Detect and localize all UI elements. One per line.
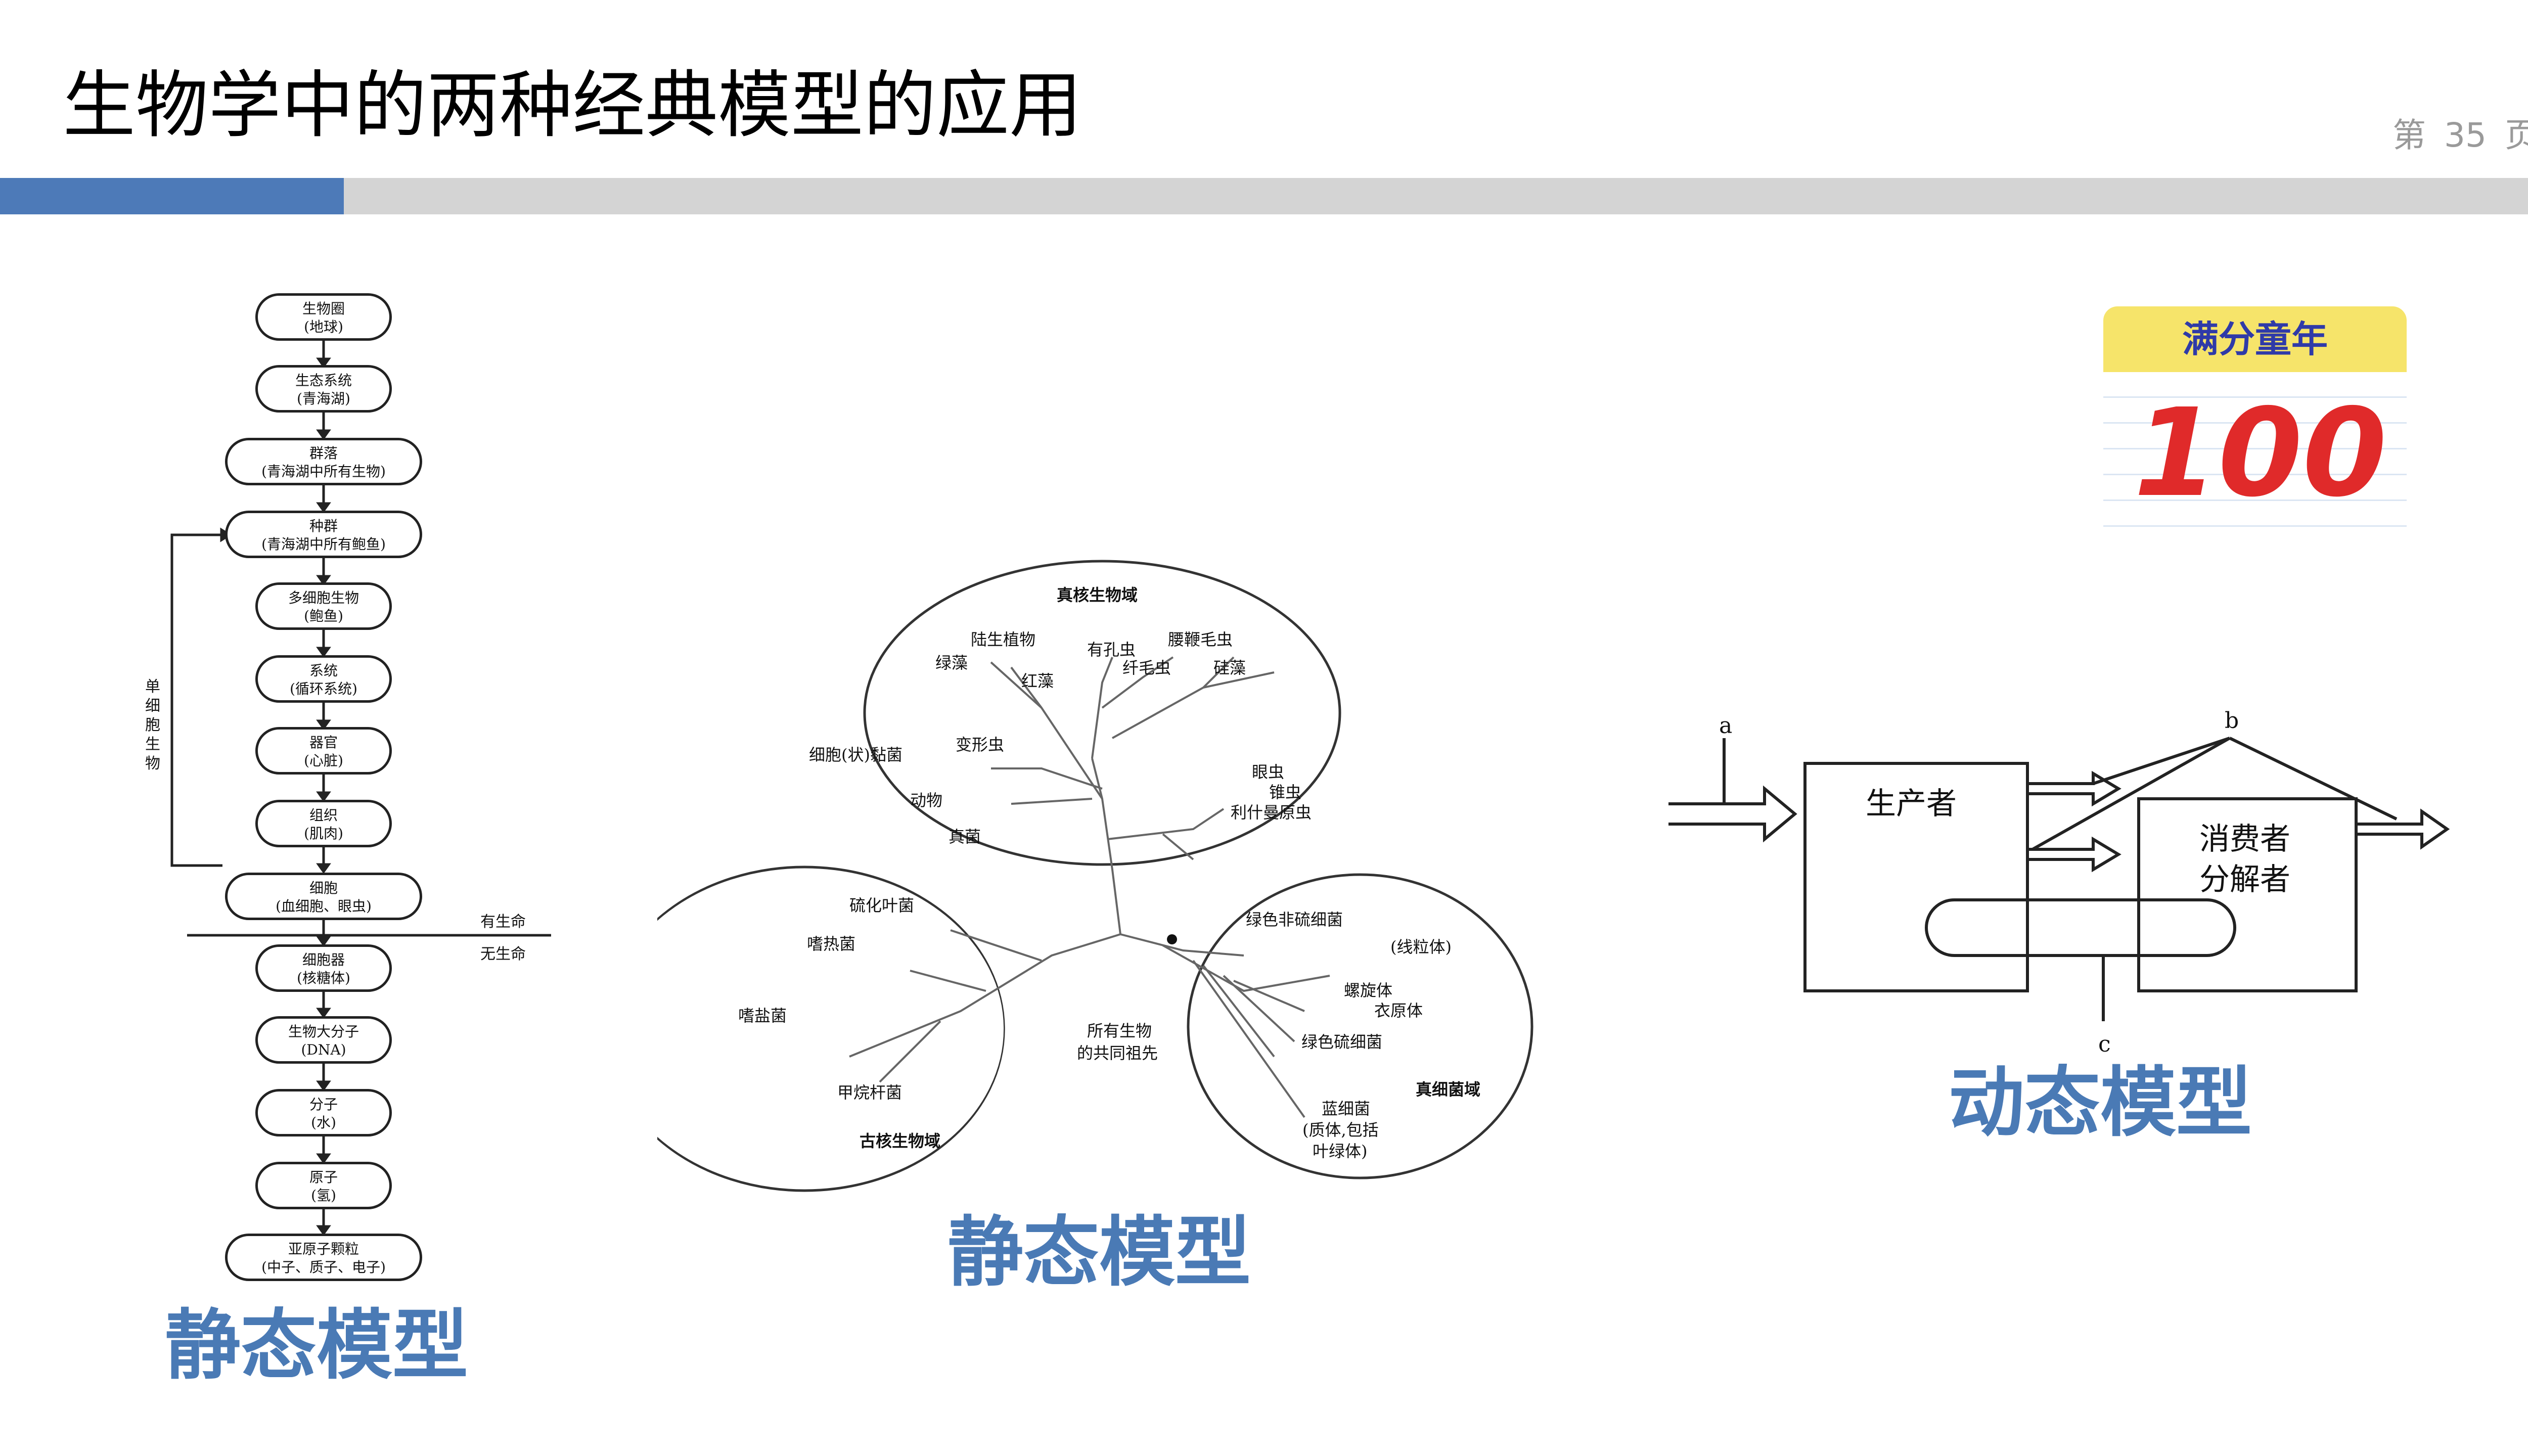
hierarchy-node: 分子(水): [255, 1089, 392, 1136]
tree-label: 真菌: [949, 827, 981, 846]
caption-right: 动态模型: [1949, 1059, 2252, 1147]
badge-paper: [2103, 372, 2407, 539]
label-c: c: [2098, 1031, 2111, 1057]
life-hierarchy-diagram: 生物圈(地球) 生态系统(青海湖) 群落(青海湖中所有生物) 种群(青海湖中所有…: [106, 283, 592, 1294]
ancestor-label-1: 所有生物: [1087, 1021, 1152, 1040]
tree-label: 螺旋体: [1344, 981, 1392, 1000]
tree-label: 纤毛虫: [1122, 658, 1171, 677]
hierarchy-node: 器官(心脏): [255, 727, 392, 775]
energy-flow-diagram: a b c 生产者 消费者 分解者: [1668, 708, 2450, 1057]
hierarchy-node: 群落(青海湖中所有生物): [225, 438, 422, 485]
phylogenetic-tree: 真核生物域 古核生物域 真细菌域 所有生物 的共同祖先 陆生植物 绿藻 红藻 有…: [657, 560, 1533, 1192]
tree-label: 眼虫: [1252, 762, 1284, 782]
tree-label: 绿色硫细菌: [1301, 1032, 1382, 1052]
caption-middle: 静态模型: [947, 1209, 1251, 1297]
header-divider: [0, 178, 2528, 214]
tree-label: 硅藻: [1213, 658, 1246, 677]
producer-label: 生产者: [1866, 786, 1957, 822]
ancestor-label-2: 的共同祖先: [1077, 1043, 1158, 1063]
hierarchy-node: 生物圈(地球): [255, 293, 392, 341]
tree-label: 绿藻: [935, 653, 968, 672]
hierarchy-node: 种群(青海湖中所有鲍鱼): [225, 511, 422, 558]
archaea-label: 古核生物域: [860, 1131, 940, 1151]
tree-label: 红藻: [1021, 671, 1054, 691]
tree-label: 蓝细菌: [1322, 1099, 1370, 1118]
tree-label: 嗜盐菌: [738, 1006, 787, 1025]
badge-score: 100: [2134, 382, 2387, 524]
tree-label: (质体,包括: [1302, 1120, 1379, 1140]
tree-label: 绿色非硫细菌: [1246, 910, 1343, 929]
tree-label: 嗜热菌: [807, 934, 855, 953]
caption-left: 静态模型: [165, 1302, 469, 1390]
hierarchy-node: 生态系统(青海湖): [255, 365, 392, 413]
label-a: a: [1719, 713, 1732, 739]
slide-title: 生物学中的两种经典模型的应用: [63, 63, 1082, 148]
tree-label: 利什曼原虫: [1231, 803, 1312, 822]
tree-label: 叶绿体): [1313, 1142, 1368, 1161]
archaea-ellipse: [657, 866, 1005, 1192]
decomposer-label: 分解者: [2199, 862, 2290, 897]
header-accent: [0, 178, 344, 214]
common-ancestor-dot: [1167, 934, 1177, 944]
hierarchy-node: 组织(肌肉): [255, 800, 392, 847]
hierarchy-node: 细胞器(核糖体): [255, 944, 392, 992]
tree-label: 锥虫: [1269, 783, 1301, 802]
tree-label: 动物: [910, 791, 942, 810]
hierarchy-node: 细胞(血细胞、眼虫): [225, 873, 422, 920]
tree-label: 细胞(状)黏菌: [809, 745, 902, 764]
bacteria-ellipse: [1187, 873, 1533, 1179]
badge-title: 满分童年: [2103, 306, 2407, 372]
tree-label: 有孔虫: [1087, 640, 1136, 659]
hierarchy-connectors: [170, 341, 551, 1236]
unicellular-label: 单细胞生物: [145, 678, 160, 772]
hierarchy-node: 多细胞生物(鲍鱼): [255, 582, 392, 630]
living-label: 有生命: [480, 913, 526, 931]
eukarya-ellipse: [863, 560, 1341, 866]
hierarchy-node: 生物大分子(DNA): [255, 1016, 392, 1064]
hierarchy-node: 亚原子颗粒(中子、质子、电子): [225, 1234, 422, 1281]
nonliving-label: 无生命: [480, 945, 526, 963]
brand-badge: 满分童年 100: [2103, 306, 2407, 539]
tree-label: 腰鞭毛虫: [1168, 630, 1233, 649]
tree-label: (线粒体): [1390, 937, 1452, 957]
tree-label: 甲烷杆菌: [837, 1083, 902, 1102]
hierarchy-node: 系统(循环系统): [255, 655, 392, 703]
consumer-box: [2137, 797, 2358, 992]
tree-label: 衣原体: [1374, 1001, 1423, 1020]
consumer-label: 消费者: [2199, 822, 2290, 857]
label-b: b: [2225, 708, 2239, 734]
tree-label: 硫化叶菌: [849, 896, 914, 915]
eukarya-label: 真核生物域: [1057, 585, 1138, 605]
bacteria-label: 真细菌域: [1416, 1080, 1480, 1099]
hierarchy-node: 原子(氢): [255, 1162, 392, 1209]
tree-label: 陆生植物: [971, 630, 1035, 649]
tree-label: 变形虫: [956, 735, 1004, 754]
producer-box: [1803, 762, 2029, 992]
